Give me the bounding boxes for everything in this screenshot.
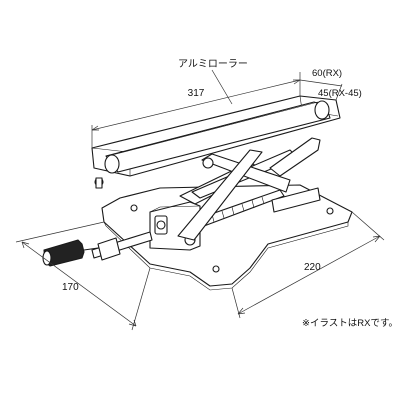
- axle-nut: [95, 177, 103, 189]
- dim-line-317: [91, 79, 301, 131]
- top-bracket: [269, 137, 321, 177]
- dim-ext-170-a: [15, 221, 105, 243]
- width-rx45-label: 45(RX-45): [318, 88, 362, 99]
- base-bolt-hole: [212, 265, 220, 273]
- crank-collar: [97, 237, 121, 261]
- base-bolt-hole: [130, 204, 138, 212]
- roller-label: アルミローラー: [178, 58, 248, 70]
- screw-block-top: [149, 205, 201, 213]
- dim-arrows-220: [237, 235, 381, 315]
- side-tab: [271, 187, 321, 213]
- screw-bolt: [156, 220, 166, 230]
- dim-arrows-317: [91, 79, 301, 131]
- width-rx-label: 60(RX): [312, 68, 342, 79]
- dim-line-170: [21, 241, 137, 327]
- scissor-link: [177, 149, 263, 241]
- illustration-note: ※イラストはRXです。: [302, 318, 398, 329]
- rod-threads: [211, 196, 265, 223]
- roller-end-front: [104, 154, 120, 174]
- dim-ext-170-b: [131, 267, 151, 331]
- roller-leader: [211, 69, 233, 105]
- base-length-label: 220: [304, 262, 321, 273]
- dim-ext-width: [335, 83, 343, 101]
- dim-line-width: [299, 79, 343, 87]
- dim-line-220: [237, 235, 381, 315]
- dim-arrows-170: [21, 241, 137, 327]
- roller-end-rear: [314, 100, 330, 120]
- roller-highlight: [111, 101, 319, 156]
- crank-neck: [83, 247, 99, 251]
- dim-ext-220-b: [351, 211, 385, 241]
- upper-pivot: [202, 157, 214, 169]
- base-bolt-hole: [326, 207, 334, 215]
- base-depth-label: 170: [62, 282, 79, 293]
- length-label: 317: [188, 88, 205, 99]
